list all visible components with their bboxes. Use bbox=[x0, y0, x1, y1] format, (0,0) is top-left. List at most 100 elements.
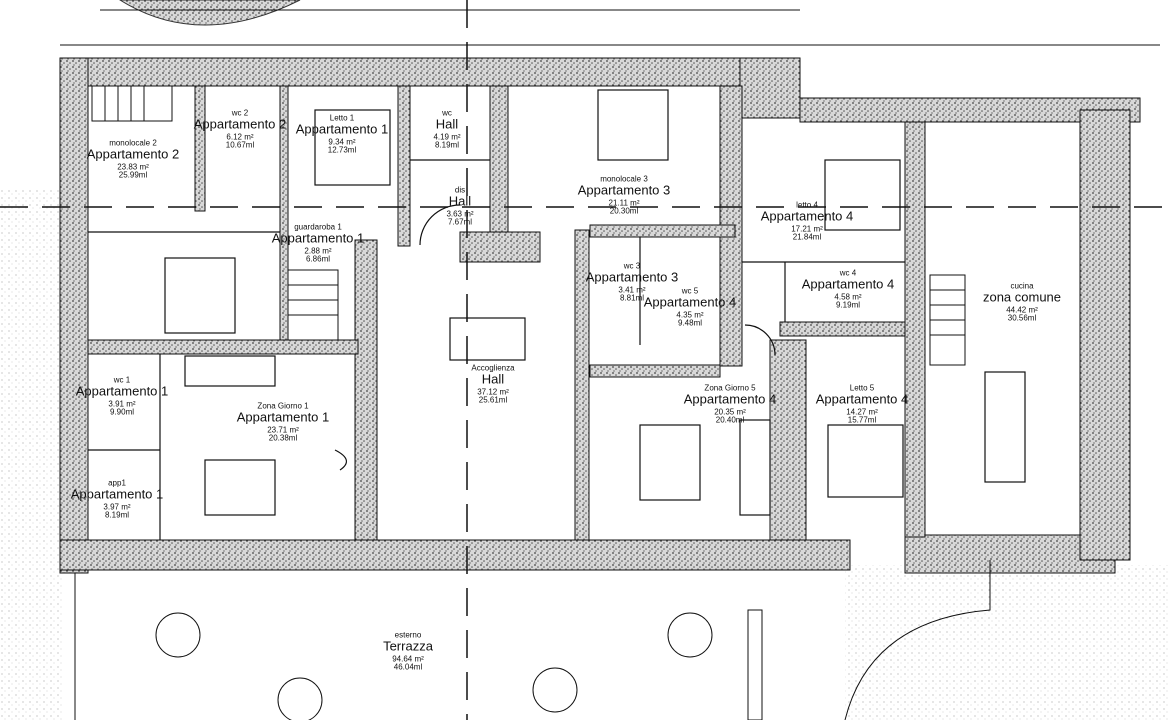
room-perimeter: 20.40ml bbox=[715, 416, 745, 426]
room-perimeter: 20.30ml bbox=[609, 207, 639, 217]
room-perimeter: 9.90ml bbox=[109, 408, 135, 418]
room-name: Hall bbox=[435, 116, 459, 132]
room-name: Appartamento 1 bbox=[236, 409, 330, 425]
room-name: Hall bbox=[448, 193, 472, 209]
partitions bbox=[88, 89, 1026, 540]
room-type: wc 5 bbox=[681, 286, 699, 296]
room-type: esterno bbox=[394, 630, 422, 640]
ground-texture bbox=[845, 565, 1168, 720]
room-type: wc 2 bbox=[231, 108, 249, 118]
room-type: wc 3 bbox=[623, 261, 641, 271]
room-name: Appartamento 2 bbox=[86, 146, 180, 162]
room-type: Letto 5 bbox=[849, 383, 875, 393]
room-area: 3.91 m² bbox=[108, 399, 136, 409]
room-area: 3.97 m² bbox=[103, 502, 131, 512]
room-type: Zona Giorno 5 bbox=[704, 383, 756, 393]
room-name: Terrazza bbox=[383, 638, 433, 654]
room-area: 4.35 m² bbox=[676, 310, 704, 320]
room-perimeter: 20.38ml bbox=[268, 434, 298, 444]
room-name: Appartamento 4 bbox=[815, 391, 909, 407]
room-name: Appartamento 1 bbox=[70, 486, 164, 502]
walls bbox=[59, 57, 1141, 574]
tree-canopy bbox=[119, 0, 301, 26]
room-name: Appartamento 1 bbox=[295, 121, 389, 137]
room-area: 2.88 m² bbox=[304, 246, 332, 256]
room-area: 94.64 m² bbox=[392, 654, 424, 664]
room-name: Hall bbox=[481, 371, 505, 387]
room-perimeter: 25.99ml bbox=[118, 171, 148, 181]
ground-texture bbox=[0, 190, 62, 720]
room-perimeter: 7.67ml bbox=[447, 218, 472, 228]
room-name: Appartamento 1 bbox=[271, 230, 365, 246]
room-type: monolocale 2 bbox=[109, 138, 157, 148]
room-name: Appartamento 2 bbox=[193, 116, 287, 132]
room-name: Appartamento 1 bbox=[75, 383, 169, 399]
room-perimeter: 9.19ml bbox=[835, 301, 861, 311]
room-type: wc 1 bbox=[113, 375, 131, 385]
room-area: 37.12 m² bbox=[477, 387, 509, 397]
room-type: dis bbox=[454, 185, 466, 195]
room-area: 17.21 m² bbox=[791, 224, 823, 234]
room-perimeter: 30.56ml bbox=[1007, 314, 1037, 324]
room-type: wc bbox=[442, 108, 452, 118]
room-type: cucina bbox=[1010, 281, 1034, 291]
room-name: Appartamento 3 bbox=[585, 269, 679, 285]
room-type: Letto 1 bbox=[329, 113, 355, 123]
room-name: Appartamento 4 bbox=[643, 294, 737, 310]
room-perimeter: 10.67ml bbox=[225, 141, 255, 151]
room-name: Appartamento 4 bbox=[683, 391, 777, 407]
room-name: zona comune bbox=[982, 289, 1062, 305]
room-type: Zona Giorno 1 bbox=[257, 401, 309, 411]
room-perimeter: 9.48ml bbox=[677, 319, 703, 329]
staircase bbox=[91, 85, 966, 366]
room-type: app1 bbox=[108, 478, 126, 488]
room-perimeter: 6.86ml bbox=[305, 255, 331, 265]
room-area: 21.11 m² bbox=[608, 198, 640, 208]
room-area: 3.63 m² bbox=[446, 209, 474, 219]
room-type: guardaroba 1 bbox=[294, 222, 342, 232]
room-area: 9.34 m² bbox=[328, 137, 356, 147]
room-area: 23.83 m² bbox=[117, 162, 149, 172]
room-type: letto 4 bbox=[796, 200, 818, 210]
room-perimeter: 8.19ml bbox=[104, 511, 130, 521]
room-area: 20.35 m² bbox=[714, 407, 746, 417]
room-perimeter: 8.19ml bbox=[434, 141, 459, 151]
room-type: wc 4 bbox=[839, 268, 857, 278]
room-area: 23.71 m² bbox=[267, 425, 299, 435]
room-type: monolocale 3 bbox=[600, 174, 648, 184]
room-perimeter: 21.84ml bbox=[792, 233, 822, 243]
room-perimeter: 46.04ml bbox=[393, 663, 423, 673]
room-area: 14.27 m² bbox=[846, 407, 878, 417]
room-perimeter: 8.81ml bbox=[619, 294, 645, 304]
room-name: Appartamento 4 bbox=[801, 276, 895, 292]
room-area: 6.12 m² bbox=[226, 132, 254, 142]
room-area: 4.19 m² bbox=[433, 132, 461, 142]
room-name: Appartamento 4 bbox=[760, 208, 854, 224]
room-area: 4.58 m² bbox=[834, 292, 862, 302]
room-area: 3.41 m² bbox=[618, 285, 646, 295]
room-perimeter: 25.61ml bbox=[478, 396, 508, 406]
room-perimeter: 12.73ml bbox=[327, 146, 357, 156]
terrace-tables bbox=[155, 609, 763, 720]
